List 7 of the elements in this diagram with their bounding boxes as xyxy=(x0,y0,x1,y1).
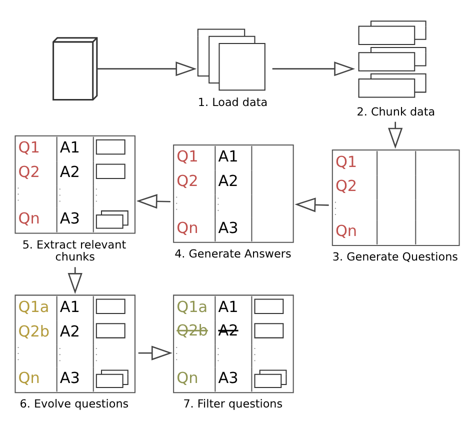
node-label: 3. Generate Questions xyxy=(332,250,458,264)
node-label: 2. Chunk data xyxy=(356,105,436,118)
node-label: 6. Evolve questions xyxy=(20,398,129,411)
node-label: 7. Filter questions xyxy=(183,398,283,411)
node-label: 1. Load data xyxy=(198,96,268,110)
node-label: 5. Extract relevant chunks xyxy=(22,238,126,264)
node-label: 4. Generate Answers xyxy=(174,247,292,260)
